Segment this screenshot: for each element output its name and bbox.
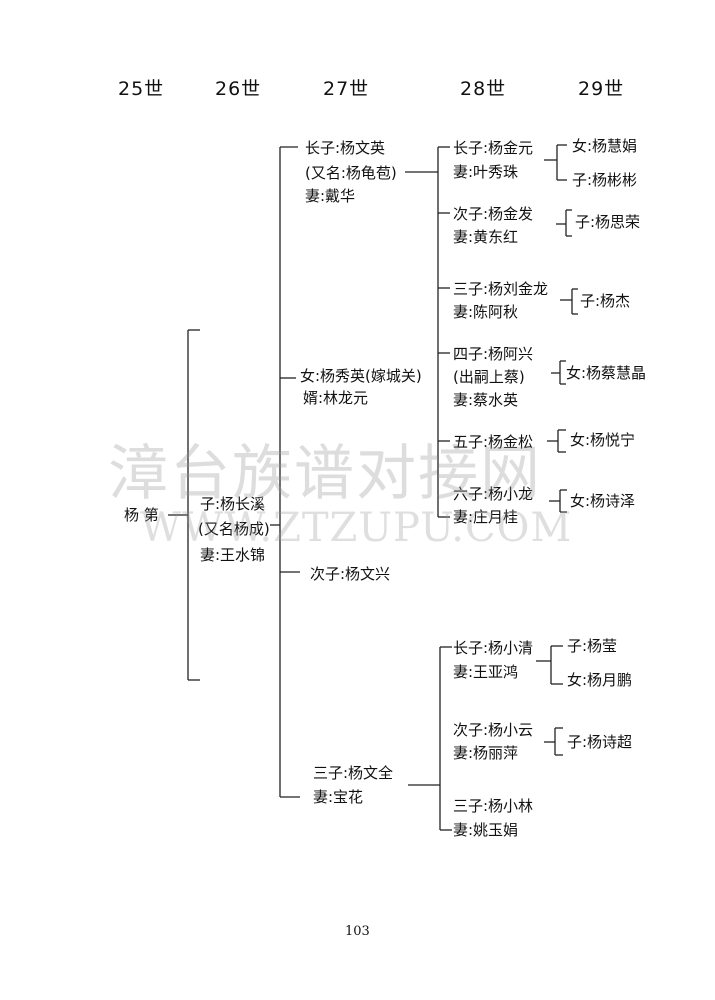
generation-header-26: 26世 bbox=[215, 78, 262, 100]
person-g25-root: 杨 第 bbox=[124, 506, 159, 524]
person-g28-3-spouse: 妻:陈阿秋 bbox=[453, 303, 519, 321]
person-g28-6-spouse: 妻:庄月桂 bbox=[453, 508, 519, 526]
person-g29-9: 女:杨月鹏 bbox=[567, 671, 633, 689]
person-g27-3-name: 次子:杨文兴 bbox=[310, 565, 391, 583]
person-g28-4-name: 四子:杨阿兴 bbox=[453, 345, 534, 363]
generation-header-29: 29世 bbox=[578, 78, 625, 100]
person-g27-2-spouse: 婿:林龙元 bbox=[303, 389, 369, 407]
person-g27-1-spouse: 妻:戴华 bbox=[305, 187, 356, 205]
watermark-url: WWW.ZTZUPU.COM bbox=[140, 505, 573, 551]
person-g28-2-spouse: 妻:黄东红 bbox=[453, 228, 519, 246]
person-g26-alias: (又名杨成) bbox=[198, 520, 270, 538]
person-g28-8-name: 次子:杨小云 bbox=[453, 721, 534, 739]
person-g28-7-spouse: 妻:王亚鸿 bbox=[453, 663, 519, 681]
person-g29-7: 女:杨诗泽 bbox=[570, 492, 636, 510]
person-g28-2-name: 次子:杨金发 bbox=[453, 205, 534, 223]
generation-header-28: 28世 bbox=[460, 78, 507, 100]
person-g27-1-name: 长子:杨文英 bbox=[305, 139, 386, 157]
person-g26-name: 子:杨长溪 bbox=[200, 495, 266, 513]
person-g28-3-name: 三子:杨刘金龙 bbox=[453, 280, 549, 298]
person-g27-4-spouse: 妻:宝花 bbox=[313, 788, 364, 806]
person-g29-6: 女:杨悦宁 bbox=[570, 431, 636, 449]
person-g28-5-name: 五子:杨金松 bbox=[453, 433, 534, 451]
person-g28-1-name: 长子:杨金元 bbox=[453, 139, 534, 157]
watermark-chinese: 漳台族谱对接网 bbox=[108, 439, 542, 509]
person-g29-2: 子:杨彬彬 bbox=[572, 171, 638, 189]
person-g29-8: 子:杨莹 bbox=[567, 637, 618, 655]
person-g27-4-name: 三子:杨文全 bbox=[313, 764, 394, 782]
person-g29-10: 子:杨诗超 bbox=[567, 733, 633, 751]
generation-header-25: 25世 bbox=[118, 78, 165, 100]
person-g28-4-spouse: 妻:蔡水英 bbox=[453, 391, 519, 409]
person-g28-9-spouse: 妻:姚玉娟 bbox=[453, 821, 519, 839]
page-number: 103 bbox=[345, 924, 370, 939]
person-g29-4: 子:杨杰 bbox=[580, 292, 631, 310]
person-g29-3: 子:杨思荣 bbox=[575, 213, 641, 231]
person-g27-1-alias: (又名:杨龟苞) bbox=[305, 164, 397, 182]
person-g28-1-spouse: 妻:叶秀珠 bbox=[453, 163, 519, 181]
person-g28-7-name: 长子:杨小清 bbox=[453, 639, 534, 657]
person-g26-spouse: 妻:王水锦 bbox=[200, 546, 266, 564]
person-g27-2-name: 女:杨秀英(嫁城关) bbox=[300, 367, 422, 385]
person-g28-9-name: 三子:杨小林 bbox=[453, 797, 534, 815]
person-g28-8-spouse: 妻:杨丽萍 bbox=[453, 744, 519, 762]
person-g28-6-name: 六子:杨小龙 bbox=[453, 485, 534, 503]
person-g29-5: 女:杨蔡慧晶 bbox=[566, 364, 647, 382]
person-g28-4-note: (出嗣上蔡) bbox=[453, 368, 525, 386]
person-g29-1: 女:杨慧娟 bbox=[572, 137, 638, 155]
generation-header-27: 27世 bbox=[323, 78, 370, 100]
